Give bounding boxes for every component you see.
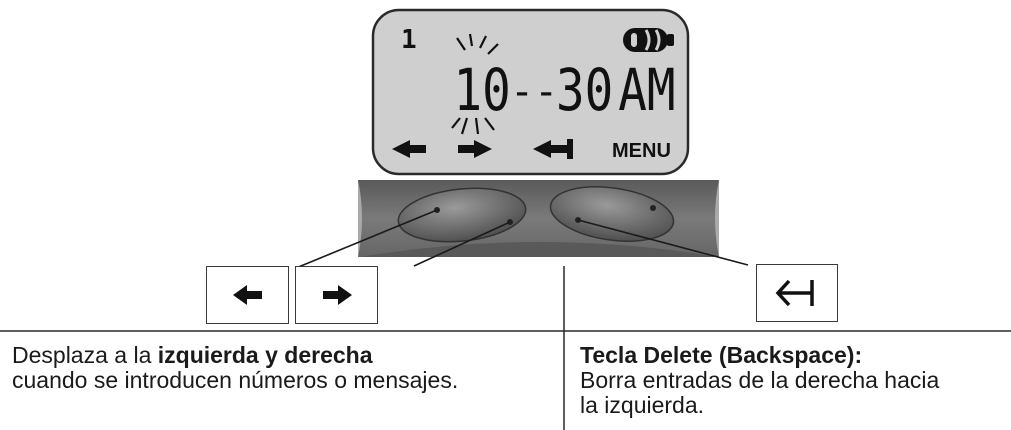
backspace-key-box [756, 264, 838, 322]
left-key-box [206, 266, 289, 324]
lcd-right-arrow-icon [458, 140, 492, 158]
left-soft-key[interactable] [396, 182, 529, 247]
backspace-icon [775, 279, 814, 307]
navigation-keys-description: Desplaza a la izquierda y derecha cuando… [12, 343, 572, 393]
lcd-left-arrow-icon [392, 140, 426, 158]
left-desc-prefix: Desplaza a la [12, 342, 158, 368]
right-desc-line3: la izquierda. [580, 392, 705, 418]
time-minutes: 30 [556, 56, 613, 124]
delete-key-description: Tecla Delete (Backspace): Borra entradas… [580, 343, 1010, 418]
blink-marks-icon [451, 33, 499, 135]
separator-lines [0, 266, 1011, 430]
menu-label: MENU [612, 140, 671, 162]
time-hour: 10 [453, 56, 510, 124]
left-desc-line2: cuando se introducen números o mensajes. [12, 367, 459, 393]
left-desc-bold: izquierda y derecha [157, 342, 373, 368]
line-indicator: 1 [401, 25, 417, 55]
callout-lines [295, 209, 749, 269]
battery-icon [623, 28, 674, 52]
time-period: AM [618, 56, 675, 124]
keypad [358, 180, 719, 257]
lcd-screen: 1 10 -- 30 AM [371, 8, 690, 176]
right-arrow-icon [322, 285, 352, 305]
right-desc-line2: Borra entradas de la derecha hacia [580, 367, 940, 393]
lcd-backspace-icon [533, 139, 573, 159]
right-key-box [295, 266, 378, 324]
left-arrow-icon [232, 285, 262, 305]
right-desc-title: Tecla Delete (Backspace): [580, 342, 863, 368]
time-separator: -- [510, 69, 558, 115]
right-soft-key[interactable] [547, 180, 677, 249]
